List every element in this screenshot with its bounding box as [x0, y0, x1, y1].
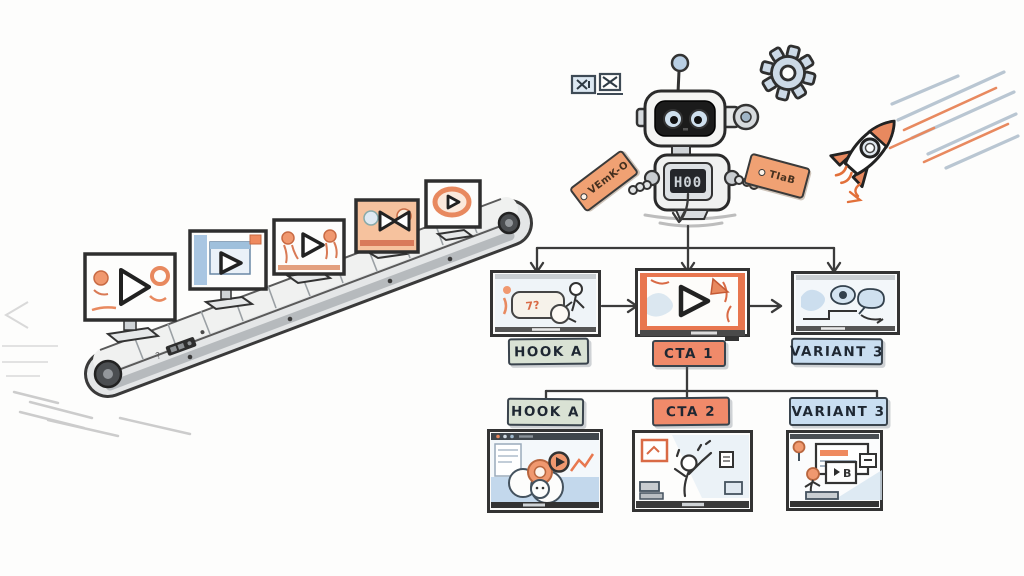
label-variant-3-row2: VARIANT 3 [789, 397, 888, 426]
label-hook-a-row1: HOOK A [507, 337, 590, 366]
label-cta-2: CTA 2 [651, 396, 731, 427]
label-text: VARIANT 3 [791, 403, 886, 420]
svg-text:7?: 7? [525, 299, 540, 313]
rocket-body [829, 119, 896, 189]
ab-variant-icon [570, 72, 623, 95]
conveyor-screen-4 [354, 198, 420, 260]
video-thumbnail-hook-a-top: 7? [490, 270, 601, 337]
play-icon [301, 232, 325, 258]
rocket-icon [829, 70, 1020, 204]
play-icon [678, 284, 711, 318]
svg-text:?: ? [155, 351, 163, 362]
play-icon [446, 194, 461, 210]
conveyor-screen-1 [83, 252, 177, 344]
video-thumbnail-hook-a-bottom [487, 429, 603, 513]
label-hook-a-row2: HOOK A [506, 397, 585, 427]
belt-roller-left [93, 359, 123, 389]
robot-chest-display: H00 [674, 175, 702, 191]
chain-arm-left [628, 180, 652, 195]
conveyor-screen-5 [424, 179, 482, 242]
play-icon [378, 210, 411, 232]
label-text: VARIANT 3 [789, 343, 885, 360]
label-text: HOOK A [510, 403, 581, 421]
belt-roller-right [497, 211, 521, 235]
label-text: CTA 2 [665, 403, 717, 420]
video-thumbnail-cta-2 [632, 430, 753, 512]
conveyor-belt: ? [2, 179, 533, 438]
label-variant-3-row1: VARIANT 3 [789, 337, 885, 366]
svg-text:B: B [843, 467, 851, 480]
play-badge-icon [548, 451, 570, 473]
play-icon [834, 468, 840, 476]
antenna-ball [670, 53, 690, 73]
play-icon [219, 251, 243, 275]
belt-control-panel: ? [155, 330, 205, 362]
label-text: HOOK A [513, 343, 584, 360]
label-text: CTA 1 [663, 345, 715, 362]
label-cta-1: CTA 1 [652, 340, 726, 367]
conveyor-screen-3 [272, 218, 346, 285]
video-thumbnail-cta-1 [635, 268, 750, 341]
video-thumbnail-variant-3-top [791, 271, 900, 335]
video-thumbnail-variant-3-bottom: B [786, 430, 883, 511]
tag-right-text: TIaB [767, 168, 797, 187]
robot-icon: H00 [628, 53, 760, 228]
play-icon [119, 268, 151, 306]
conveyor-screen-2 [188, 229, 268, 311]
gear-icon [759, 44, 817, 102]
